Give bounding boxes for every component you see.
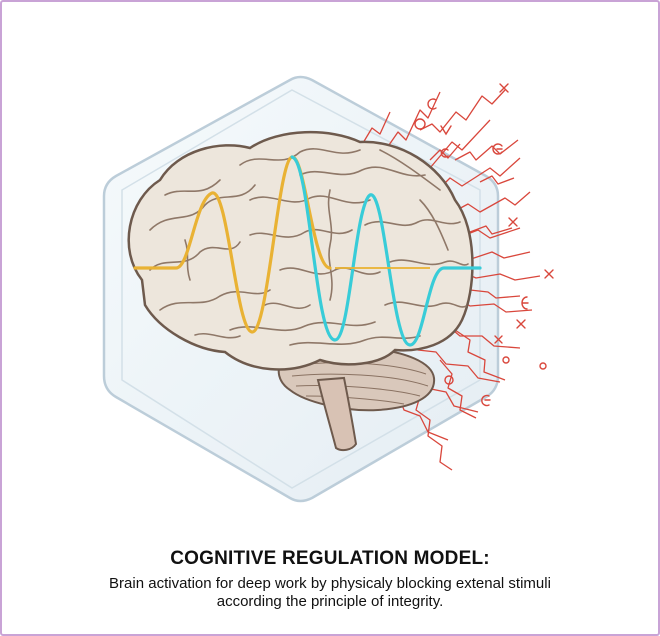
brain-folds [149, 148, 469, 346]
noise-o-glyph [539, 362, 547, 370]
noise-x-mark [516, 319, 526, 329]
caption-title: COGNITIVE REGULATION MODEL: [170, 548, 490, 569]
noise-x-mark [499, 83, 509, 93]
hexagon-inner-edge [121, 89, 481, 489]
caption-subtitle-line-1: Brain activation for deep work by physic… [109, 575, 551, 592]
noise-x-mark [508, 217, 518, 227]
noise-v-glyph [440, 125, 452, 136]
noise-e-glyph [440, 148, 449, 158]
noise-o-glyph [414, 118, 426, 130]
noise-o-glyph [502, 356, 510, 364]
caption: COGNITIVE REGULATION MODEL: Brain activa… [0, 548, 660, 611]
noise-e-glyph [492, 143, 503, 155]
brain-stem [316, 376, 358, 452]
noise-o-glyph [444, 375, 454, 385]
noise-glyphs [347, 83, 554, 407]
noise-c-glyph [481, 394, 491, 407]
cerebrum [127, 130, 474, 371]
noise-x-mark [494, 335, 503, 344]
noise-c-glyph [427, 98, 437, 110]
brain-illustration [102, 75, 554, 503]
wave-cyan [290, 155, 482, 347]
caption-subtitle-line-2: according the principle of integrity. [216, 593, 444, 610]
noise-c-glyph [521, 296, 529, 310]
noise-x-mark [544, 269, 554, 279]
